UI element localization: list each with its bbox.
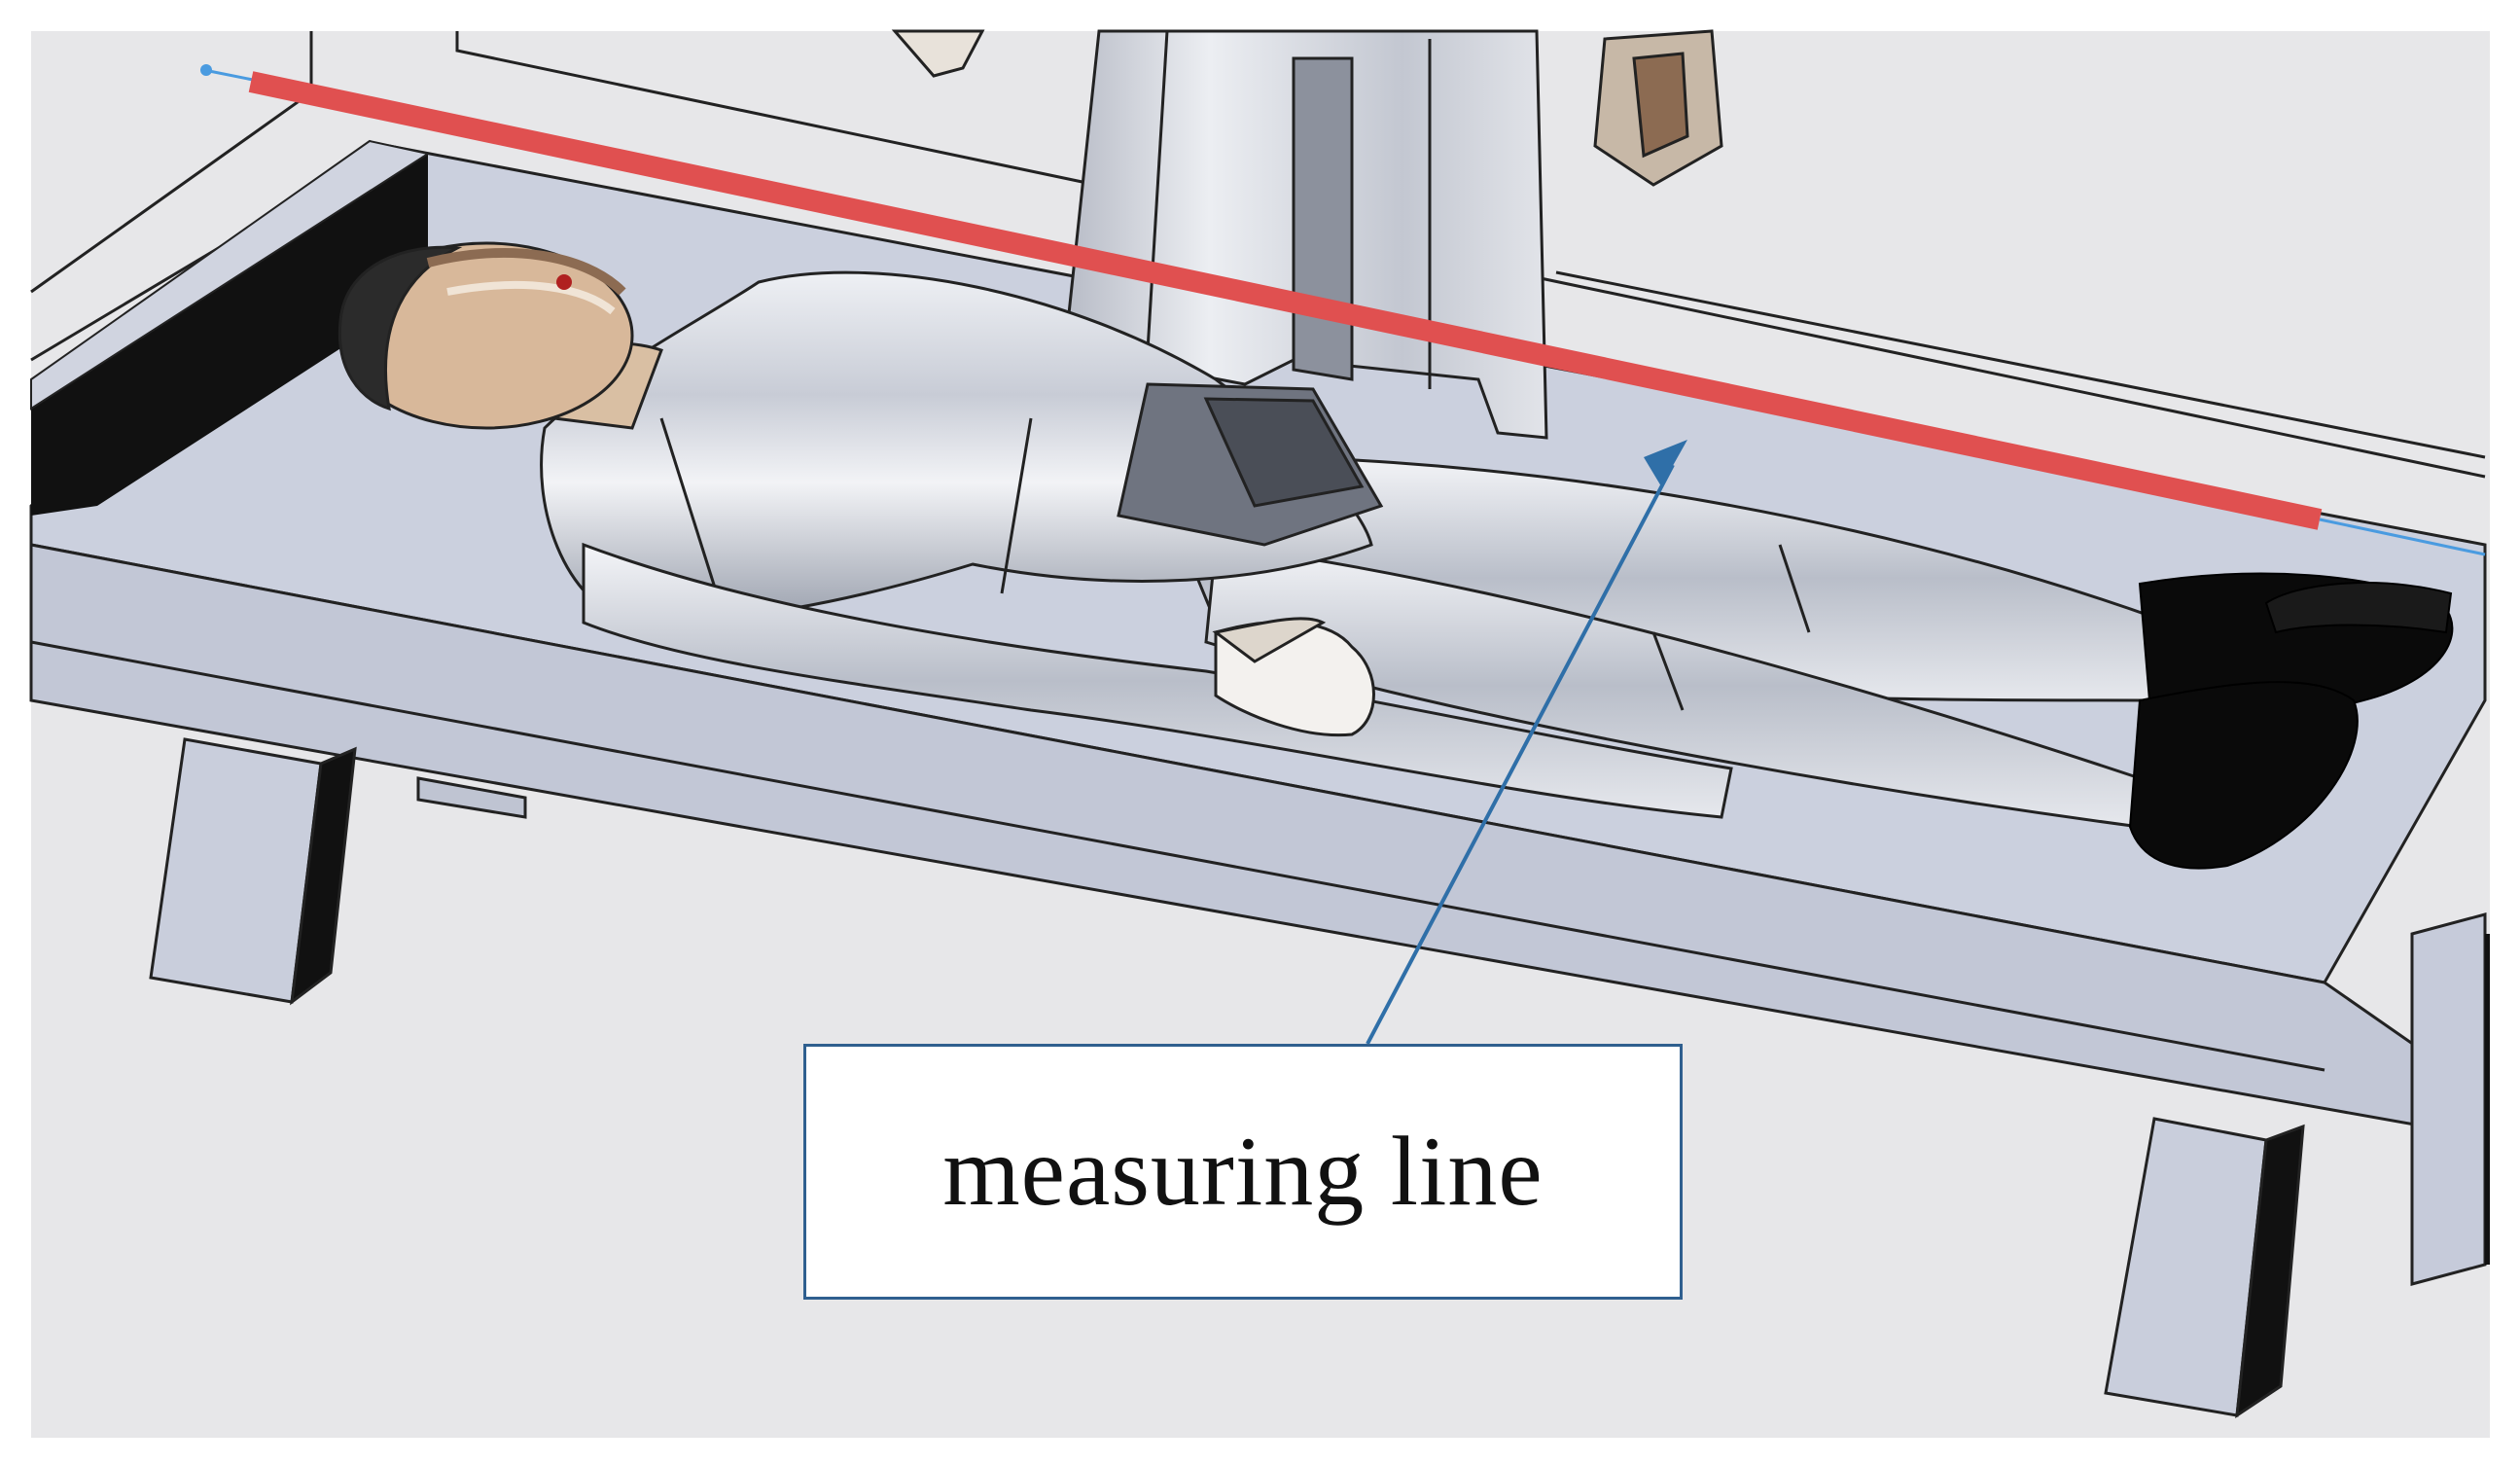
foot-end-block [2410, 912, 2487, 1286]
robot-grippers [891, 29, 1723, 187]
callout-label: measuring line [942, 1117, 1544, 1227]
head-rail [31, 146, 428, 516]
mannequin [337, 241, 2181, 829]
callout-box: measuring line [803, 1044, 1683, 1300]
mannequin-feet [2128, 572, 2454, 870]
bed-legs [149, 737, 2305, 1419]
measuring-line [200, 64, 2486, 556]
callout-arrow [1366, 440, 1687, 1045]
